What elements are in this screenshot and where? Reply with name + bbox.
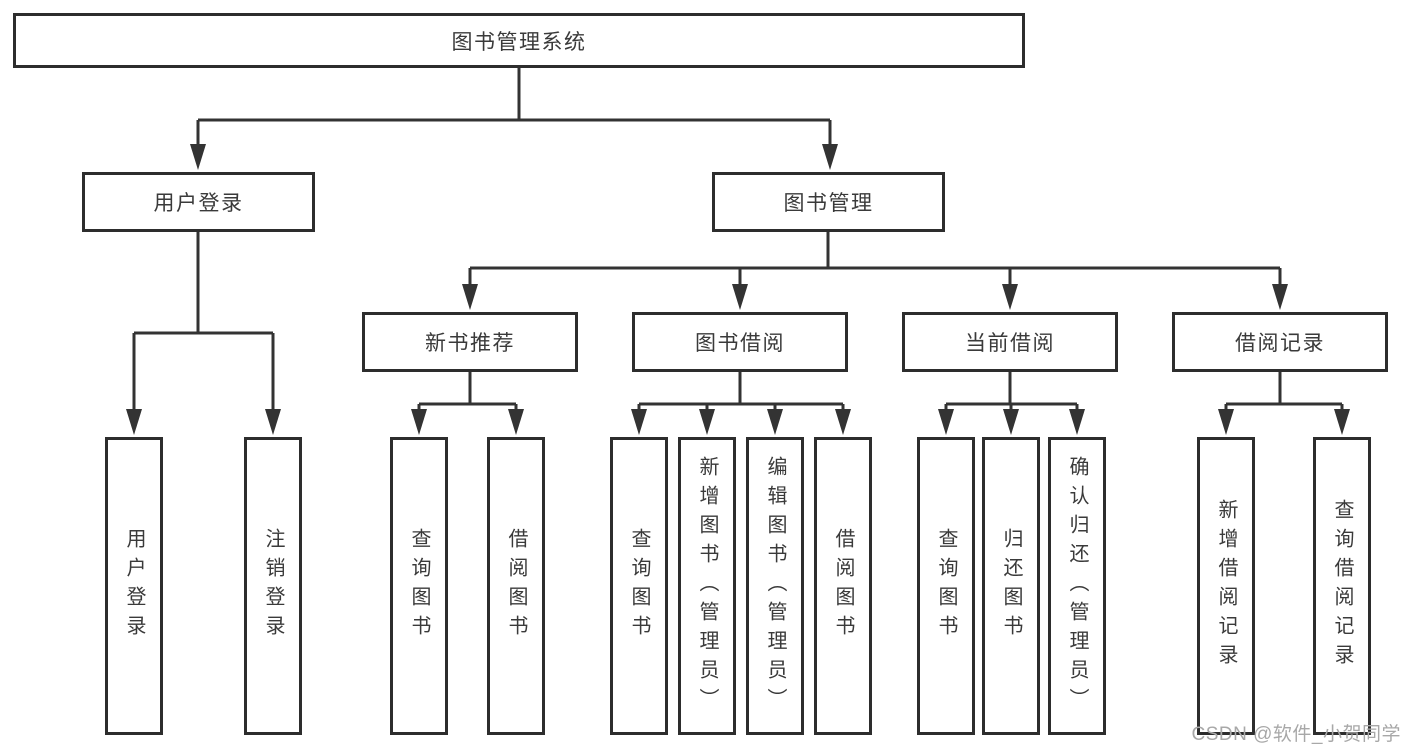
node-book-management-label: 图书管理 bbox=[783, 192, 874, 215]
leaf-record-add-label: 新增借阅记录 bbox=[1215, 499, 1237, 673]
node-borrow-record: 借阅记录 bbox=[1172, 312, 1388, 372]
node-new-book-recommend-label: 新书推荐 bbox=[425, 332, 515, 355]
connector-borrow-record-branch bbox=[1224, 372, 1344, 417]
leaf-current-confirm-return-admin-label: 确认归还（管理员） bbox=[1066, 455, 1088, 717]
arrowhead bbox=[462, 284, 478, 310]
node-library-system: 图书管理系统 bbox=[13, 13, 1025, 68]
arrowhead bbox=[699, 409, 715, 435]
arrowhead bbox=[190, 144, 206, 170]
connector-user-login-branch bbox=[132, 232, 275, 415]
leaf-recommend-borrow-book: 借阅图书 bbox=[487, 437, 545, 735]
arrowhead bbox=[508, 409, 524, 435]
leaf-user-login: 用户登录 bbox=[105, 437, 163, 735]
arrowhead bbox=[767, 409, 783, 435]
leaf-current-query-book-label: 查询图书 bbox=[935, 528, 957, 644]
arrowhead bbox=[631, 409, 647, 435]
leaf-logout-label: 注销登录 bbox=[262, 528, 284, 644]
leaf-recommend-borrow-book-label: 借阅图书 bbox=[505, 528, 527, 644]
leaf-borrow-add-book-admin-label: 新增图书（管理员） bbox=[696, 455, 718, 717]
leaf-logout: 注销登录 bbox=[244, 437, 302, 735]
leaf-borrow-borrow-book-label: 借阅图书 bbox=[832, 528, 854, 644]
arrowhead bbox=[411, 409, 427, 435]
arrowhead bbox=[1069, 409, 1085, 435]
leaf-current-return-book: 归还图书 bbox=[982, 437, 1040, 735]
connector-new-book-branch bbox=[417, 372, 518, 417]
node-book-borrow-label: 图书借阅 bbox=[695, 332, 785, 355]
node-user-login-label: 用户登录 bbox=[153, 192, 244, 215]
arrowhead bbox=[1272, 284, 1288, 310]
connector-book-mgmt-branch bbox=[468, 232, 1282, 292]
arrowhead bbox=[1218, 409, 1234, 435]
connector-book-borrow-branch bbox=[637, 372, 845, 417]
leaf-record-query: 查询借阅记录 bbox=[1313, 437, 1371, 735]
node-current-borrow-label: 当前借阅 bbox=[965, 332, 1055, 355]
leaf-borrow-query-book-label: 查询图书 bbox=[628, 528, 650, 644]
arrowhead bbox=[1002, 284, 1018, 310]
arrowhead bbox=[265, 409, 281, 435]
node-user-login: 用户登录 bbox=[82, 172, 315, 232]
node-borrow-record-label: 借阅记录 bbox=[1235, 332, 1325, 355]
node-new-book-recommend: 新书推荐 bbox=[362, 312, 578, 372]
leaf-borrow-borrow-book: 借阅图书 bbox=[814, 437, 872, 735]
leaf-borrow-edit-book-admin: 编辑图书（管理员） bbox=[746, 437, 804, 735]
arrowhead bbox=[126, 409, 142, 435]
node-book-borrow: 图书借阅 bbox=[632, 312, 848, 372]
connector-arrowheads bbox=[126, 144, 1350, 435]
node-library-system-label: 图书管理系统 bbox=[451, 30, 587, 54]
csdn-watermark: CSDN @软件_小贺同学 bbox=[1191, 724, 1401, 745]
leaf-recommend-query-book: 查询图书 bbox=[390, 437, 448, 735]
arrowhead bbox=[1334, 409, 1350, 435]
arrowhead bbox=[835, 409, 851, 435]
connector-root-to-level2 bbox=[196, 68, 832, 150]
leaf-borrow-edit-book-admin-label: 编辑图书（管理员） bbox=[764, 455, 786, 717]
leaf-current-confirm-return-admin: 确认归还（管理员） bbox=[1048, 437, 1106, 735]
leaf-borrow-add-book-admin: 新增图书（管理员） bbox=[678, 437, 736, 735]
leaf-current-return-book-label: 归还图书 bbox=[1000, 528, 1022, 644]
arrowhead bbox=[938, 409, 954, 435]
arrowhead bbox=[732, 284, 748, 310]
node-current-borrow: 当前借阅 bbox=[902, 312, 1118, 372]
leaf-current-query-book: 查询图书 bbox=[917, 437, 975, 735]
leaf-recommend-query-book-label: 查询图书 bbox=[408, 528, 430, 644]
arrowhead bbox=[822, 144, 838, 170]
leaf-record-query-label: 查询借阅记录 bbox=[1331, 499, 1353, 673]
leaf-user-login-label: 用户登录 bbox=[123, 528, 145, 644]
arrowhead bbox=[1003, 409, 1019, 435]
leaf-borrow-query-book: 查询图书 bbox=[610, 437, 668, 735]
node-book-management: 图书管理 bbox=[712, 172, 945, 232]
leaf-record-add: 新增借阅记录 bbox=[1197, 437, 1255, 735]
